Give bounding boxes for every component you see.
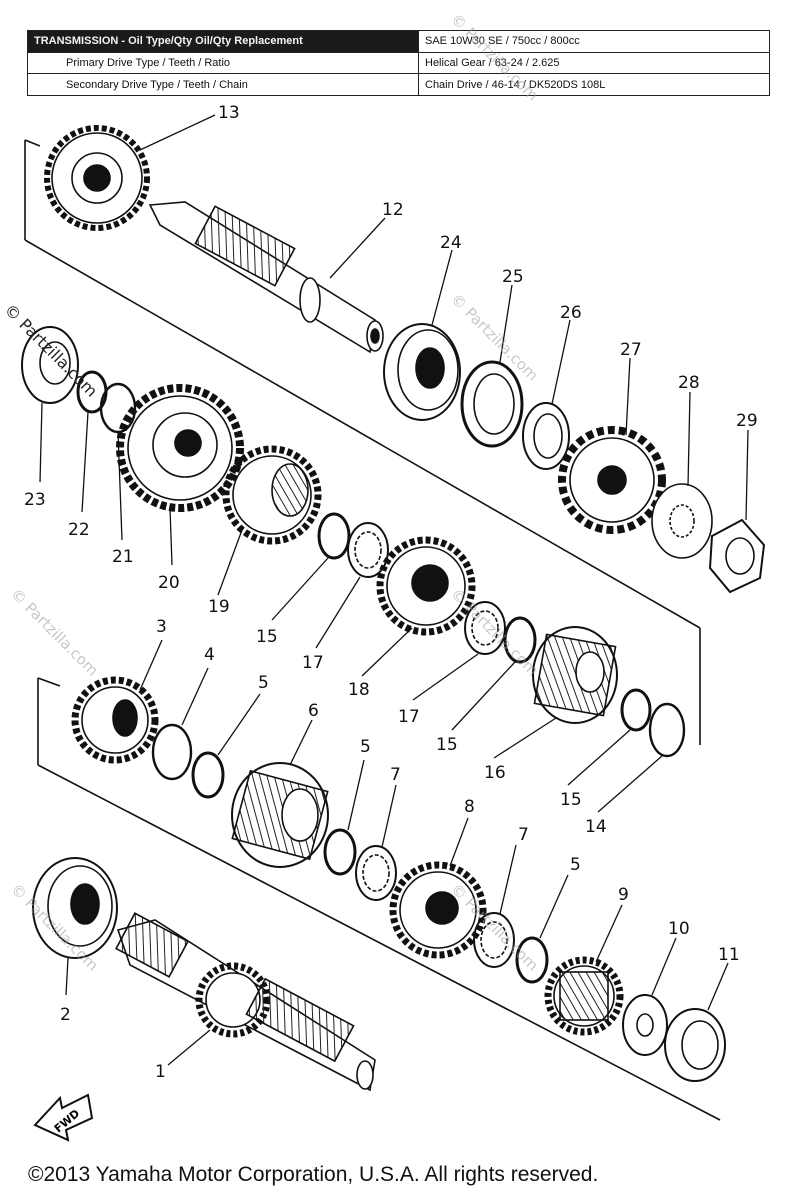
part-label-11: 11 [718, 945, 740, 965]
circlip-5-lower [515, 936, 549, 984]
gear-6 [231, 762, 329, 868]
washer-7-lower [473, 912, 515, 968]
part-label-9: 9 [618, 885, 629, 905]
part-label-18: 18 [348, 680, 370, 700]
part-label-5a: 5 [258, 673, 269, 693]
part-label-12: 12 [382, 200, 404, 220]
part-label-4: 4 [204, 645, 215, 665]
circlip-15-upper [317, 512, 351, 560]
spec-row: TRANSMISSION - Oil Type/Qty Oil/Qty Repl… [27, 30, 770, 53]
shaft-12 [148, 201, 384, 354]
gear-16 [532, 626, 618, 724]
part-label-23: 23 [24, 490, 46, 510]
part-label-29: 29 [736, 411, 758, 431]
part-label-27: 27 [620, 340, 642, 360]
circlip-15-middle [503, 616, 537, 664]
gear-8 [389, 861, 487, 959]
bearing-24 [383, 323, 461, 421]
washer-4 [151, 723, 193, 781]
circlip-15-lower [620, 688, 652, 732]
spec-label: Secondary Drive Type / Teeth / Chain [27, 73, 419, 96]
part-label-22: 22 [68, 520, 90, 540]
part-label-28: 28 [678, 373, 700, 393]
part-label-10: 10 [668, 919, 690, 939]
part-label-5b: 5 [360, 737, 371, 757]
assembly-outline-lower [37, 677, 721, 1121]
bearing-23 [21, 326, 79, 404]
assembly-outline-upper [24, 139, 701, 745]
gear-20 [116, 384, 244, 512]
spec-table: TRANSMISSION - Oil Type/Qty Oil/Qty Repl… [27, 30, 770, 96]
part-label-19: 19 [208, 597, 230, 617]
bearing-2 [32, 857, 118, 959]
part-label-26: 26 [560, 303, 582, 323]
part-label-1: 1 [155, 1062, 166, 1082]
part-label-15b: 15 [436, 735, 458, 755]
part-label-15a: 15 [256, 627, 278, 647]
part-label-24: 24 [440, 233, 462, 253]
circlip-5-middle [323, 828, 357, 876]
washer-17-middle [464, 601, 506, 655]
spec-row: Secondary Drive Type / Teeth / Chain Cha… [27, 73, 770, 96]
part-label-20: 20 [158, 573, 180, 593]
part-label-14: 14 [585, 817, 607, 837]
part-label-2: 2 [60, 1005, 71, 1025]
circlip-5-upper [191, 751, 225, 799]
part-label-6: 6 [308, 701, 319, 721]
lock-washer-28 [651, 483, 713, 559]
gear-13 [44, 125, 150, 231]
needle-bearing-11 [664, 1008, 726, 1082]
part-labels: 13 12 24 25 26 27 28 29 23 22 21 20 19 1… [24, 103, 758, 1135]
shaft-1 [115, 912, 376, 1092]
gear-3 [71, 676, 159, 764]
gear-9 [544, 956, 624, 1036]
part-label-17a: 17 [302, 653, 324, 673]
washer-7-upper [355, 845, 397, 901]
part-label-5c: 5 [570, 855, 581, 875]
fwd-arrow-icon [33, 1093, 94, 1142]
part-label-8: 8 [464, 797, 475, 817]
part-label-25: 25 [502, 267, 524, 287]
part-label-21: 21 [112, 547, 134, 567]
collar-26 [522, 402, 570, 470]
part-label-17b: 17 [398, 707, 420, 727]
sprocket-27 [558, 426, 666, 534]
copyright-notice: ©2013 Yamaha Motor Corporation, U.S.A. A… [28, 1163, 599, 1186]
washer-21 [99, 382, 137, 434]
gear-18 [376, 536, 476, 636]
part-label-16: 16 [484, 763, 506, 783]
part-label-3: 3 [156, 617, 167, 637]
washer-10 [622, 994, 668, 1056]
gear-19 [222, 445, 322, 545]
part-label-7b: 7 [518, 825, 529, 845]
leader-lines [39, 114, 749, 1066]
washer-14 [648, 702, 686, 758]
oil-seal-25 [460, 360, 524, 448]
washer-17-upper [347, 522, 389, 578]
spec-label: TRANSMISSION - Oil Type/Qty Oil/Qty Repl… [27, 30, 419, 53]
nut-29 [708, 518, 766, 594]
part-label-13: 13 [218, 103, 240, 123]
part-label-15c: 15 [560, 790, 582, 810]
spec-value: SAE 10W30 SE / 750cc / 800cc [418, 30, 770, 53]
spec-value: Chain Drive / 46-14 / DK520DS 108L [418, 73, 770, 96]
part-label-7a: 7 [390, 765, 401, 785]
